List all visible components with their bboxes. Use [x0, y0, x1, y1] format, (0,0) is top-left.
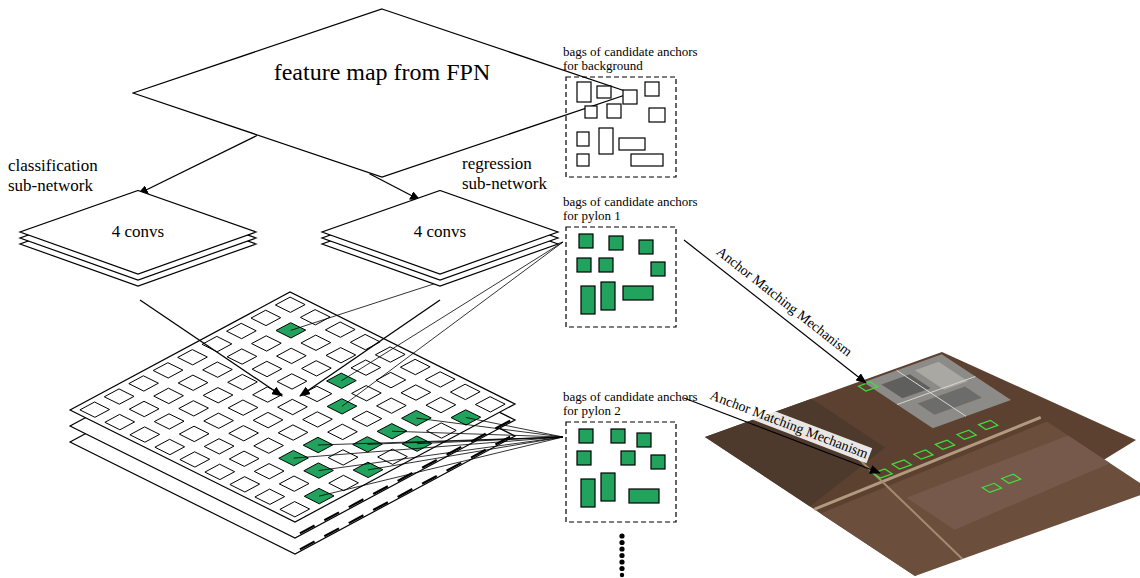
conv-label: 4 convs	[112, 222, 164, 242]
matching-arrow	[684, 398, 880, 473]
connector-arrow	[370, 174, 421, 200]
anchor-bag: bags of candidate anchors for background	[563, 45, 703, 178]
edge-label-holder: classification sub-network	[8, 156, 120, 196]
conv-label: 4 convs	[414, 222, 466, 242]
anchor-bag: bags of candidate anchors for pylon 1	[563, 195, 703, 328]
feature-map-title: feature map from FPN	[274, 59, 491, 87]
more-dots	[619, 533, 624, 577]
diamond-shape	[132, 8, 632, 178]
matching-arrow	[684, 240, 866, 383]
bag-heading: bags of candidate anchors for background	[563, 45, 703, 73]
subnetwork-label: classification sub-network	[8, 156, 120, 196]
connector-arrow	[138, 136, 257, 195]
anchor-grid	[70, 292, 515, 554]
satellite-image	[705, 352, 1140, 576]
matching-label: Anchor Matching Mechanism	[711, 243, 856, 362]
bag-heading: bags of candidate anchors for pylon 2	[563, 390, 703, 418]
subnetwork-label: regression sub-network	[462, 154, 558, 194]
anchor-bag-box	[565, 421, 677, 523]
anchor-bag: bags of candidate anchors for pylon 2	[563, 390, 703, 523]
anchor-bag-box	[565, 76, 677, 178]
bag-heading: bags of candidate anchors for pylon 1	[563, 195, 703, 223]
conv-stack: 4 convs	[18, 190, 258, 290]
conv-stack: 4 convs	[320, 190, 560, 290]
conv-arrow	[300, 300, 440, 396]
edge-label-holder: regression sub-network	[462, 154, 558, 194]
feature-map: feature map from FPN	[132, 8, 632, 178]
conv-arrow	[140, 300, 282, 396]
matching-label: Anchor Matching Mechanism	[706, 387, 872, 463]
anchor-bag-box	[565, 226, 677, 328]
